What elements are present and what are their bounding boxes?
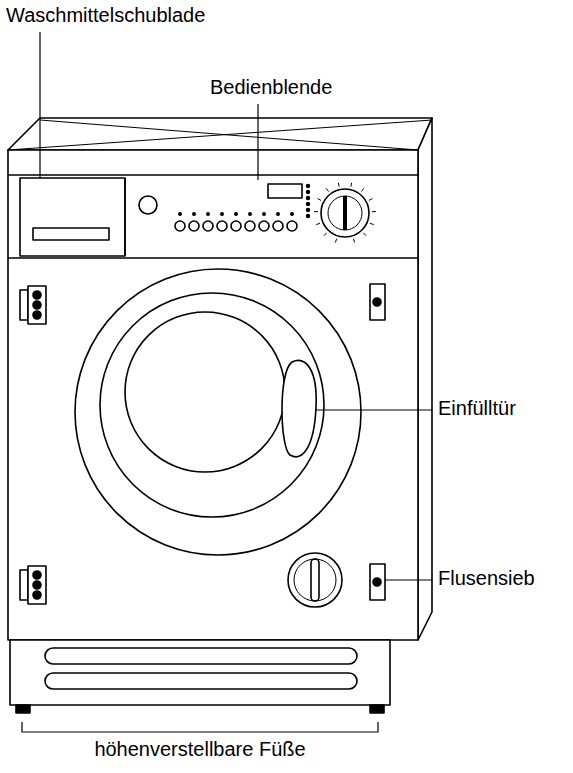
panel-button <box>189 221 199 231</box>
top-cover <box>8 118 432 150</box>
panel-button <box>273 221 283 231</box>
panel-led <box>307 185 310 188</box>
leader-line <box>316 409 432 410</box>
panel-edge <box>8 174 418 176</box>
panel-button <box>175 221 185 231</box>
panel-divider <box>124 178 126 256</box>
door-handle <box>282 361 316 457</box>
lint-filter <box>288 553 342 607</box>
panel-led <box>307 191 310 194</box>
catch-screw <box>373 578 381 586</box>
display <box>268 184 302 198</box>
panel-led <box>179 213 181 215</box>
panel-led <box>307 209 310 212</box>
dial-tick <box>338 183 340 187</box>
panel-button <box>231 221 241 231</box>
leader-line <box>385 579 432 580</box>
lint-filter-inner <box>294 559 336 601</box>
plinth-slot <box>45 673 357 689</box>
dial-tick <box>353 239 354 243</box>
panel-led <box>193 213 195 215</box>
part-label: Waschmittelschublade <box>4 4 207 27</box>
plinth-slot <box>45 648 357 664</box>
hinge <box>20 570 28 600</box>
panel-led <box>277 213 279 215</box>
part-label: Flusensieb <box>436 567 537 590</box>
dial-tick <box>316 223 320 225</box>
button-row <box>175 185 309 231</box>
hinge <box>28 566 46 604</box>
dial-tick <box>314 211 318 212</box>
panel-led <box>235 213 237 215</box>
dial-tick <box>326 188 328 191</box>
foot <box>370 705 384 713</box>
hinge-screw <box>33 571 41 579</box>
panel-led <box>307 215 310 218</box>
hinge-screw <box>33 291 41 299</box>
machine-body <box>8 150 418 640</box>
panel-edge <box>8 257 418 259</box>
dial-tick <box>370 223 374 225</box>
hinge-screw <box>33 591 41 599</box>
door-frame <box>100 293 324 517</box>
hinge-screw <box>33 301 41 309</box>
hinge <box>20 290 28 320</box>
program-dial-inner <box>328 196 362 230</box>
part-label: Einfülltür <box>436 397 518 420</box>
panel-led <box>249 213 251 215</box>
hinge-screw <box>33 311 41 319</box>
part-label: Bedienblende <box>208 76 334 99</box>
detergent-drawer <box>20 178 125 256</box>
hinge-screw <box>33 581 41 589</box>
panel-led <box>207 213 209 215</box>
panel-button <box>259 221 269 231</box>
panel-led <box>221 213 223 215</box>
part-label: höhenverstellbare Füße <box>92 738 307 761</box>
dial-tick <box>372 211 376 212</box>
dial-grip <box>343 196 347 230</box>
leader-line <box>39 32 40 178</box>
door-catch <box>370 564 385 600</box>
panel-button <box>217 221 227 231</box>
panel-led <box>307 203 310 206</box>
panel-button <box>287 221 297 231</box>
plinth <box>10 640 390 705</box>
side-panel <box>418 118 432 640</box>
leader-line <box>257 104 258 180</box>
panel-button <box>245 221 255 231</box>
panel-button <box>203 221 213 231</box>
top-cross-line <box>40 120 418 150</box>
catch-screw <box>373 298 381 306</box>
hinge <box>28 286 46 324</box>
dial-tick <box>324 233 327 236</box>
dial-marks <box>314 183 376 243</box>
power-knob <box>139 196 157 214</box>
dial-tick <box>335 239 336 243</box>
drawer-handle <box>33 228 109 240</box>
dial-tick <box>369 199 373 201</box>
dial-tick <box>363 233 366 236</box>
door-catch <box>370 284 385 320</box>
dial-tick <box>318 199 322 201</box>
foot <box>16 705 30 713</box>
panel-led <box>291 213 293 215</box>
feet-bracket <box>22 722 378 732</box>
top-cross-line <box>8 120 432 150</box>
dial-tick <box>361 188 363 191</box>
lint-filter-grip <box>311 559 319 601</box>
program-dial <box>321 189 369 237</box>
panel-led <box>263 213 265 215</box>
door-glass <box>125 312 285 472</box>
door-ring <box>75 269 361 555</box>
dial-tick <box>350 183 352 187</box>
panel-led <box>307 197 310 200</box>
